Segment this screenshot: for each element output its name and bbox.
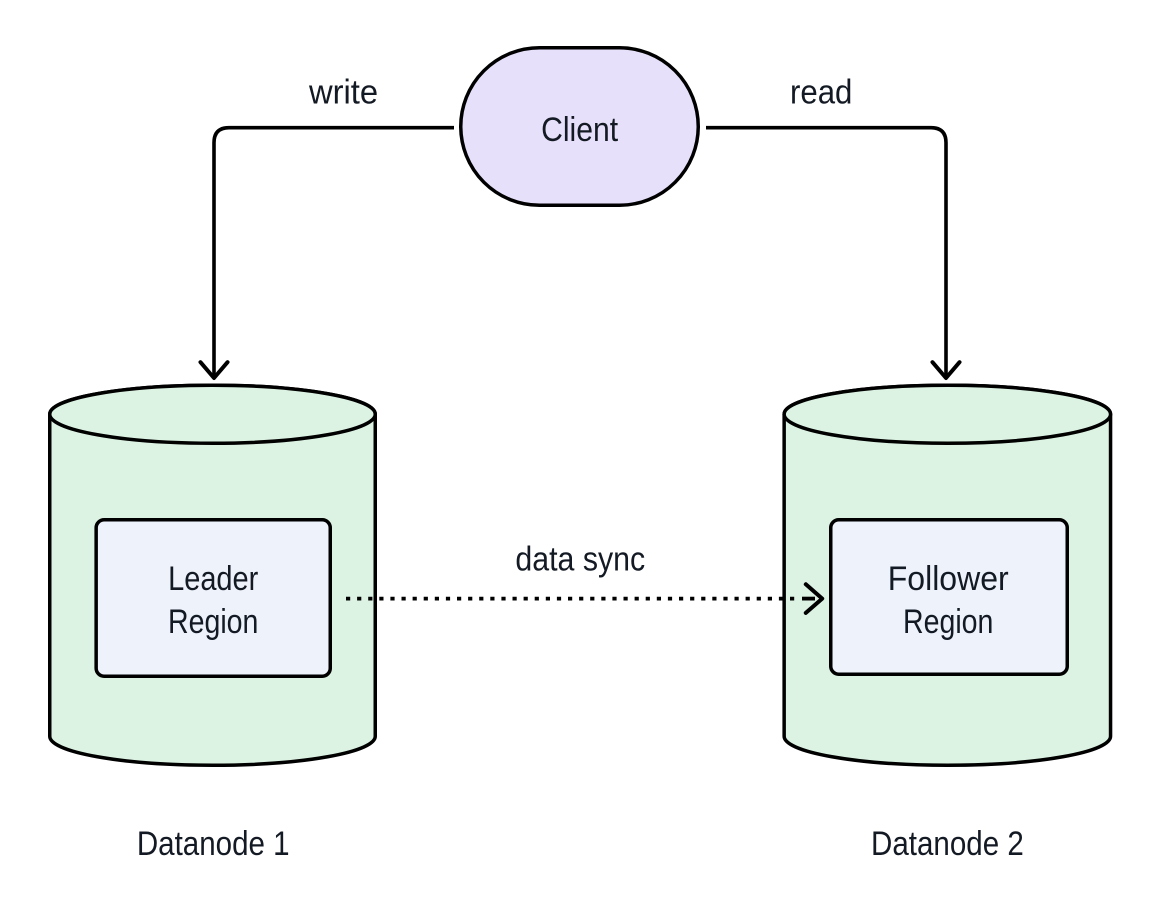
svg-text:Region: Region	[168, 603, 258, 641]
svg-text:Region: Region	[903, 603, 993, 641]
svg-text:Datanode 2: Datanode 2	[871, 825, 1024, 863]
svg-text:Follower: Follower	[888, 560, 1009, 598]
svg-text:write: write	[308, 74, 378, 112]
svg-text:Datanode 1: Datanode 1	[137, 825, 290, 863]
svg-text:data sync: data sync	[515, 541, 645, 579]
svg-text:Leader: Leader	[168, 560, 258, 598]
svg-text:Client: Client	[541, 111, 618, 149]
svg-text:read: read	[790, 74, 852, 112]
